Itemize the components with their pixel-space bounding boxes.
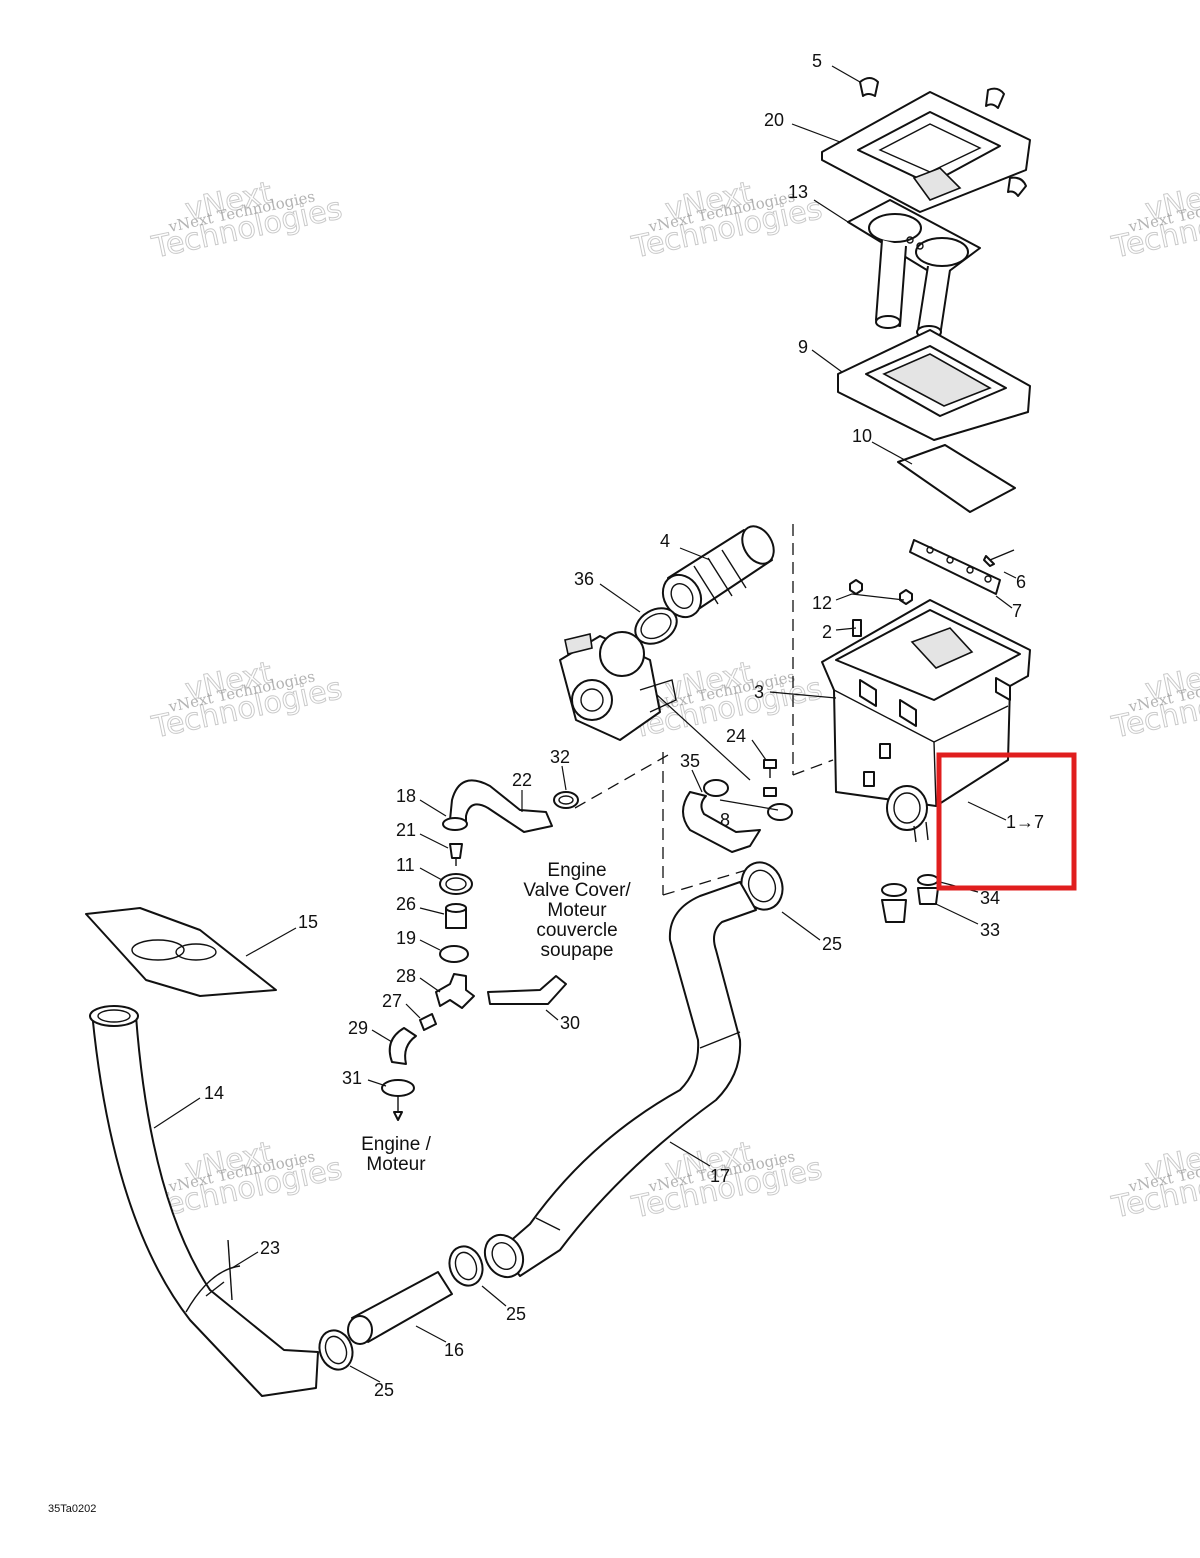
watermark: Technologies vNext vNext Technologies: [1108, 655, 1200, 746]
note-engine: Engine / Moteur: [361, 1134, 431, 1175]
figure-code: 35Ta0202: [48, 1503, 96, 1515]
callout-13: 13: [788, 182, 808, 202]
clamp-part-18: [442, 817, 468, 831]
intake-boot-part-4: [661, 525, 775, 619]
callout-7: 7: [1012, 601, 1022, 621]
callout-25: 25: [506, 1304, 526, 1324]
callout-5: 5: [812, 51, 822, 71]
svg-text:Moteur: Moteur: [547, 900, 607, 921]
tee-fitting-part-28: [435, 973, 475, 1009]
watermark: Technologies vNext vNext Technologies: [148, 175, 346, 266]
callout-4: 4: [660, 531, 670, 551]
leader-lines: [153, 65, 1017, 1383]
filter-tray-part-9: [837, 329, 1031, 441]
clamp-part-32: [553, 791, 579, 809]
svg-text:Engine /: Engine /: [361, 1134, 431, 1155]
watermark: Technologies vNext vNext Technologies: [1108, 1135, 1200, 1226]
watermark: Technologies vNext vNext Technologies: [628, 175, 826, 266]
callout-3: 3: [754, 682, 764, 702]
callout-35: 35: [680, 751, 700, 771]
callout-34: 34: [980, 888, 1000, 908]
hose-part-29: [388, 1027, 417, 1065]
svg-text:Valve Cover/: Valve Cover/: [523, 880, 631, 901]
watermarks: Technologies vNext vNext Technologies Te…: [148, 175, 1200, 1226]
drain-clamp-part-34: [881, 874, 939, 897]
svg-text:Engine: Engine: [547, 860, 606, 881]
clamp-part-11: [439, 873, 473, 895]
callout-18: 18: [396, 786, 416, 806]
check-valve-part-21: [449, 843, 463, 866]
callout-11: 11: [396, 855, 415, 875]
clamp-part-19: [439, 945, 469, 963]
svg-text:Moteur: Moteur: [366, 1154, 426, 1175]
callout-23: 23: [260, 1238, 280, 1258]
callout-28: 28: [396, 966, 416, 986]
callout-15: 15: [298, 912, 318, 932]
callout-27: 27: [382, 991, 402, 1011]
note-engine-valve-cover: Engine Valve Cover/ Moteur couvercle sou…: [523, 860, 631, 961]
screw-part-24: [763, 759, 777, 797]
callout-6: 6: [1016, 572, 1026, 592]
callout-29: 29: [348, 1018, 368, 1038]
callout-24: 24: [726, 726, 746, 746]
callout-8: 8: [720, 810, 730, 830]
nut-part-12: [849, 579, 913, 605]
svg-text:soupape: soupape: [541, 940, 614, 961]
hose-part-30: [487, 975, 567, 1005]
hose-part-22: [449, 779, 553, 833]
watermark: Technologies vNext vNext Technologies: [148, 655, 346, 746]
callout-31: 31: [342, 1068, 362, 1088]
callout-20: 20: [764, 110, 784, 130]
intake-tube-part-14: [89, 1005, 319, 1397]
callout-26: 26: [396, 894, 416, 914]
callout-25: 25: [822, 934, 842, 954]
hose-part-26: [445, 903, 467, 929]
bracket-part-7: [909, 539, 1001, 595]
callout-labels: 5 20 13 9 10 4 36 6 7 12 2 3 24 32 22 35…: [204, 51, 1044, 1400]
callout-14: 14: [204, 1083, 224, 1103]
screw-part-6: [983, 549, 1015, 567]
velocity-stack-part-13: [847, 199, 981, 339]
callout-16: 16: [444, 1340, 464, 1360]
carburetor-assembly: [559, 631, 677, 741]
callout-12: 12: [812, 593, 832, 613]
callout-19: 19: [396, 928, 416, 948]
callout-33: 33: [980, 920, 1000, 940]
callout-9: 9: [798, 337, 808, 357]
callout-1-to-7: 1→7: [1006, 812, 1044, 832]
callout-32: 32: [550, 747, 570, 767]
watermark: Technologies vNext vNext Technologies: [1108, 175, 1200, 266]
clamp-part-25: [448, 1245, 484, 1287]
clamp-part-8: [703, 779, 793, 821]
callout-17: 17: [710, 1166, 730, 1186]
callout-2: 2: [822, 622, 832, 642]
fitting-part-27: [419, 1013, 437, 1031]
callout-10: 10: [852, 426, 872, 446]
clamp-part-31: [381, 1079, 415, 1121]
callout-22: 22: [512, 770, 532, 790]
callout-25: 25: [374, 1380, 394, 1400]
air-box-body-part-3: [821, 599, 1031, 843]
filter-pad-part-10: [897, 444, 1016, 513]
tube-part-16: [347, 1271, 453, 1345]
callout-36: 36: [574, 569, 594, 589]
highlight-box: [936, 752, 1077, 891]
heat-shield-part-15: [85, 907, 277, 997]
svg-text:couvercle: couvercle: [536, 920, 617, 941]
hose-part-35: [682, 791, 761, 853]
air-box-cover-part-20: [821, 91, 1031, 213]
callout-21: 21: [396, 820, 416, 840]
clamp-part-25: [318, 1329, 354, 1371]
intake-hose-part-17: [483, 881, 757, 1279]
callout-30: 30: [560, 1013, 580, 1033]
clip-part-5: [859, 77, 1027, 197]
